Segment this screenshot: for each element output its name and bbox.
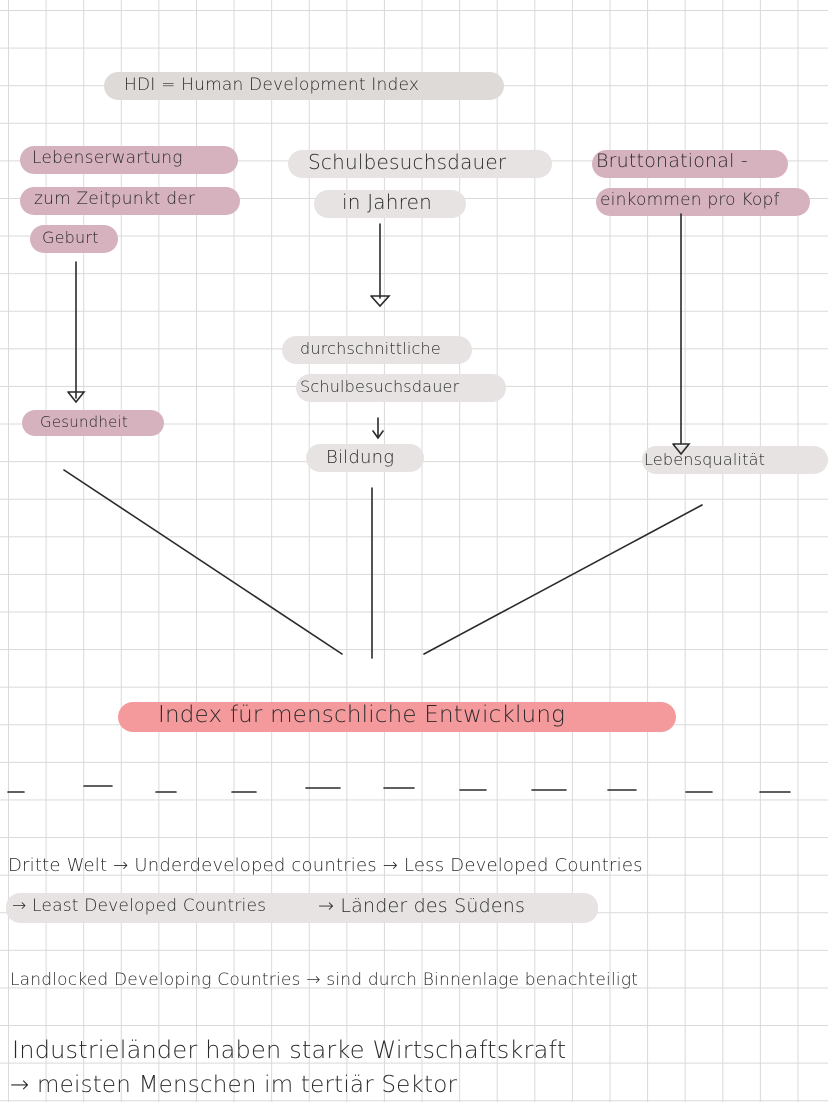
col2-mid-highlight-2 xyxy=(296,374,506,402)
col2-highlight-1 xyxy=(288,150,552,178)
note-line-2b: → Länder des Südens xyxy=(318,895,526,917)
col1-line1: Lebenserwartung xyxy=(32,148,183,168)
col2-highlight-2 xyxy=(314,190,466,218)
col3-highlight-1 xyxy=(592,150,788,178)
gesundheit-highlight xyxy=(22,410,164,436)
col1-highlight-1 xyxy=(20,146,238,174)
note-line-2a: → Least Developed Countries xyxy=(12,896,267,916)
lebensqualitaet-highlight xyxy=(642,446,828,474)
col2-line2: in Jahren xyxy=(342,190,432,214)
col2-mid1: durchschnittliche xyxy=(300,339,441,358)
col1-highlight-2 xyxy=(20,187,240,215)
col2-mid2: Schulbesuchsdauer xyxy=(300,377,460,396)
title-highlight xyxy=(104,72,504,100)
page-title: HDI = Human Development Index xyxy=(124,75,420,95)
note-line-3: Landlocked Developing Countries → sind d… xyxy=(10,970,639,990)
col3-result: Lebensqualität xyxy=(644,450,766,469)
note-line-4: Industrieländer haben starke Wirtschafts… xyxy=(12,1036,567,1064)
index-highlight xyxy=(118,702,676,732)
col2-line1: Schulbesuchsdauer xyxy=(308,150,507,174)
col3-line2: einkommen pro Kopf xyxy=(600,190,780,210)
col1-highlight-3 xyxy=(30,225,118,253)
col2-mid-highlight-1 xyxy=(282,336,472,364)
bildung-highlight xyxy=(306,444,424,472)
note-line-5: → meisten Menschen im tertiär Sektor xyxy=(10,1072,458,1098)
col1-line3: Geburt xyxy=(42,228,99,247)
col3-highlight-2 xyxy=(596,188,810,216)
note-line-1: Dritte Welt → Underdeveloped countries →… xyxy=(8,855,643,876)
col1-line2: zum Zeitpunkt der xyxy=(34,189,196,209)
index-label: Index für menschliche Entwicklung xyxy=(158,702,566,728)
col1-result: Gesundheit xyxy=(40,413,128,431)
col2-result: Bildung xyxy=(326,447,395,468)
note2-highlight xyxy=(6,893,598,923)
col3-line1: Bruttonational - xyxy=(596,150,748,172)
